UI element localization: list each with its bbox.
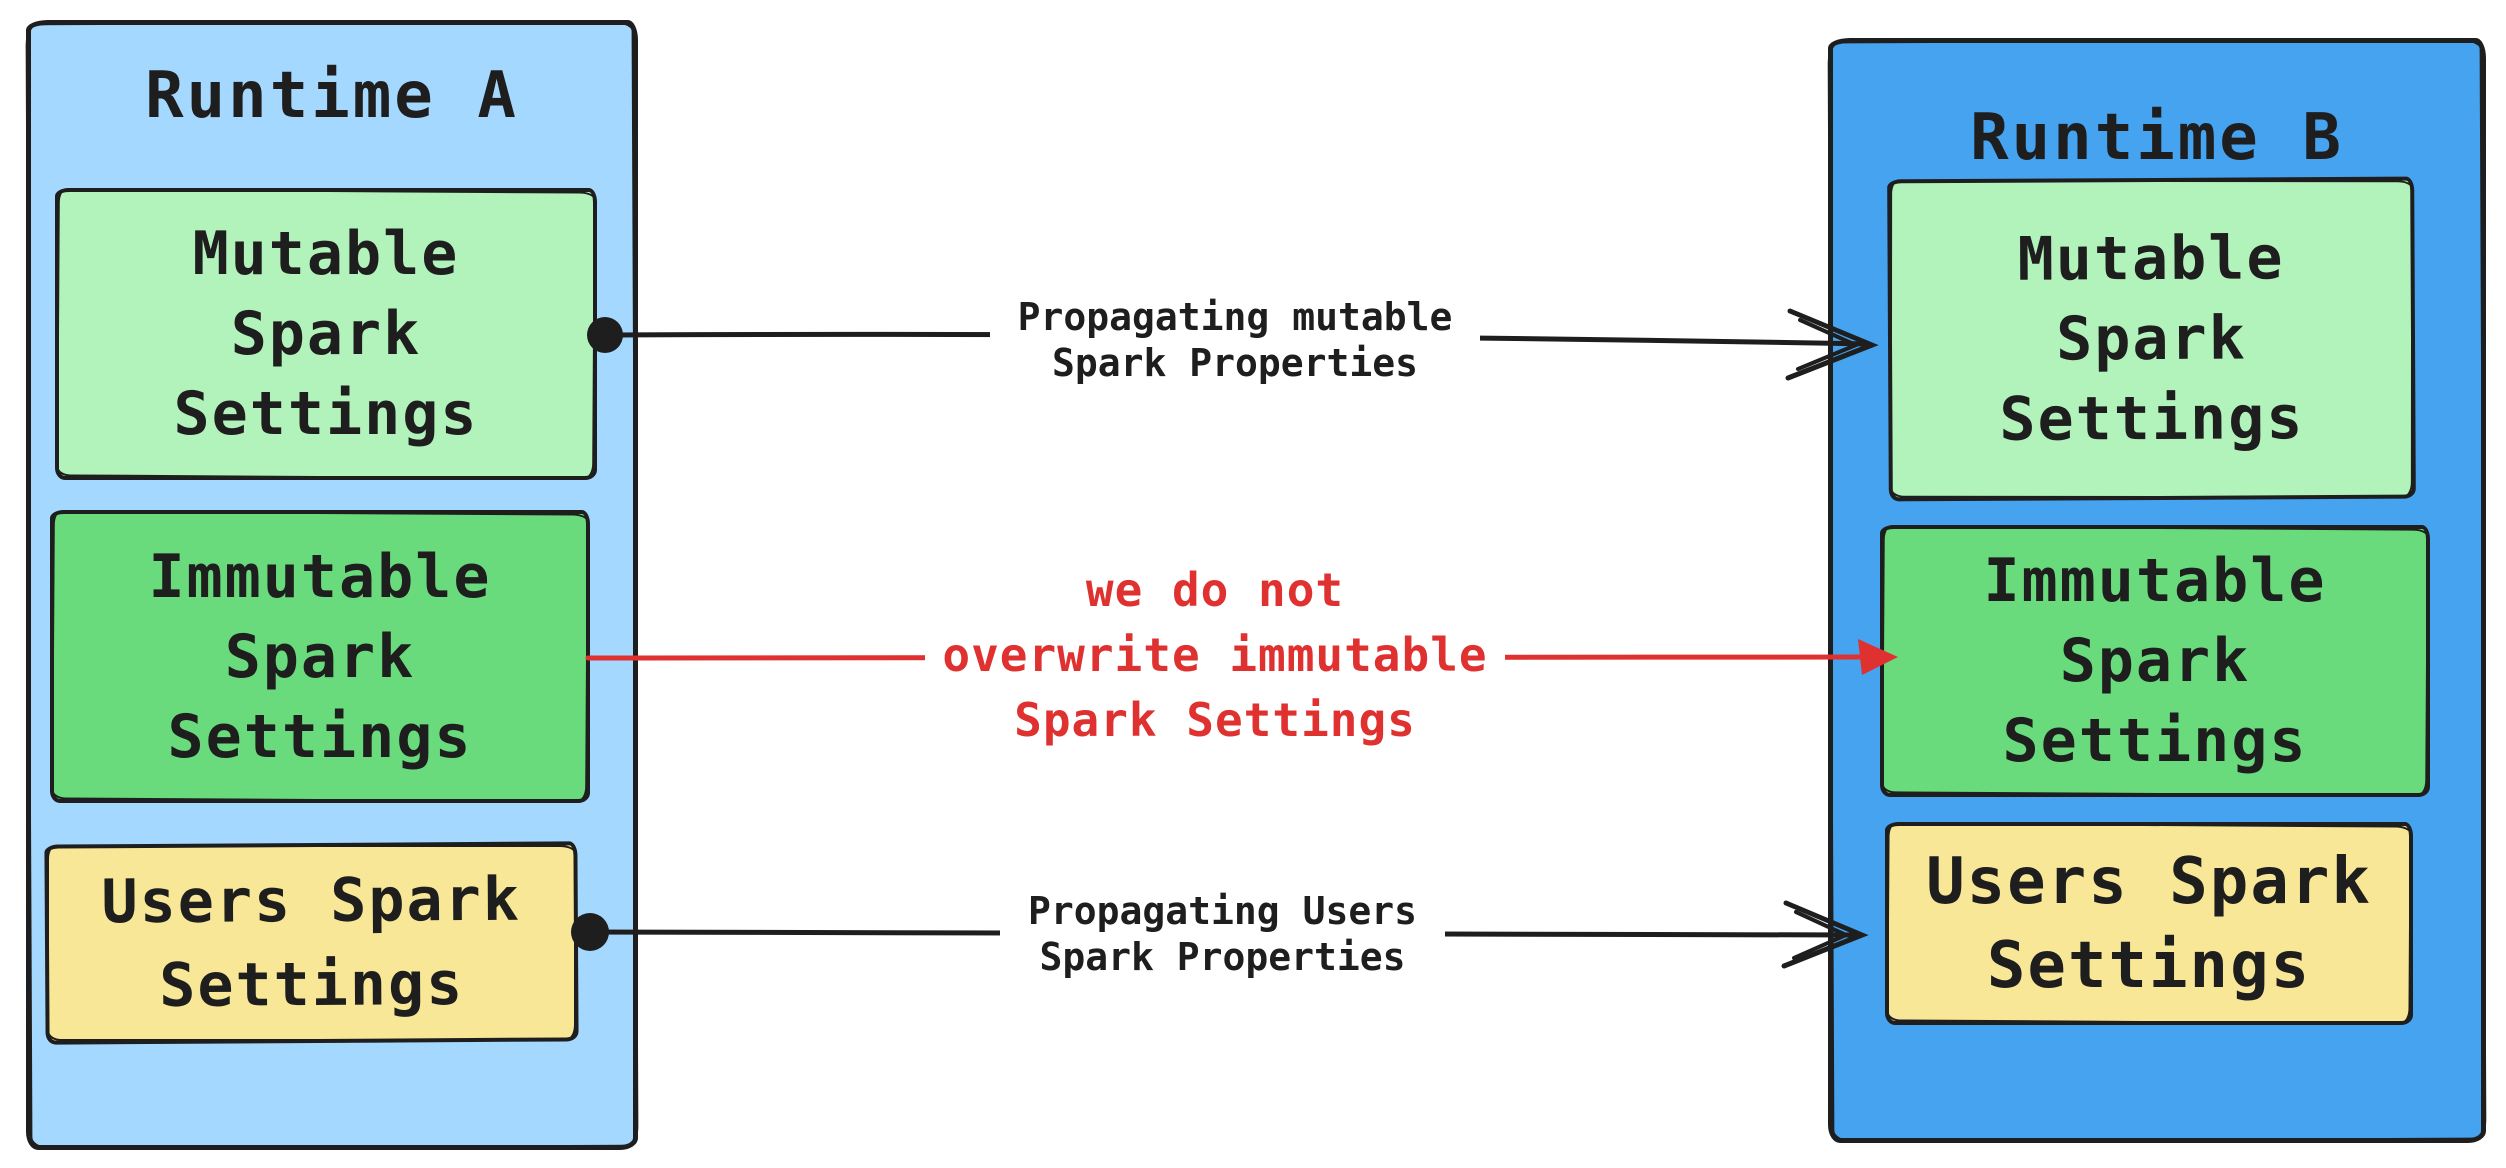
arrow-label-line: Spark Settings	[1014, 692, 1416, 747]
runtime-b-immutable-spark-settings-box: Immutable Spark Settings	[1880, 525, 2430, 797]
arrowhead-icon	[1858, 639, 1898, 675]
arrow-label-line: Spark Properties	[1039, 935, 1406, 979]
arrow-label-line: Propagating mutable	[1017, 295, 1453, 339]
box-label-line: Immutable	[148, 541, 492, 612]
users-arrow-label: Propagating Users Spark Properties	[1000, 886, 1445, 982]
box-label-line: Spark	[230, 299, 422, 369]
box-label-line: Settings	[167, 701, 473, 772]
arrow-label-line: Spark Properties	[1051, 341, 1419, 385]
box-label-line: Settings	[173, 379, 479, 449]
box-label-line: Mutable	[192, 219, 460, 289]
arrowhead-icon	[1781, 900, 1869, 969]
immutable-arrow-label: we do not overwrite immutable Spark Sett…	[925, 557, 1505, 753]
box-label-line: Spark	[2059, 626, 2251, 696]
arrow-label-line: overwrite immutable	[942, 627, 1488, 682]
box-label-line: Settings	[2002, 706, 2308, 776]
runtime-b-users-spark-settings-box: Users Spark Settings	[1885, 822, 2413, 1025]
arrowhead-icon	[1785, 308, 1879, 381]
box-label-line: Settings	[1986, 928, 2312, 1003]
box-label-line: Immutable	[1983, 546, 2327, 616]
runtime-a-immutable-spark-settings-box: Immutable Spark Settings	[50, 510, 590, 803]
runtime-a-mutable-spark-settings-box: Mutable Spark Settings	[55, 188, 597, 480]
runtime-a-title: Runtime A	[145, 59, 519, 133]
arrow-label-line: Propagating Users	[1028, 889, 1417, 933]
mutable-arrow-label: Propagating mutable Spark Properties	[990, 292, 1480, 388]
arrow-label-line: we do not	[1085, 562, 1345, 617]
box-label-line: Users Spark	[1926, 844, 2372, 919]
box-label-line: Spark	[224, 621, 416, 692]
runtime-b-title: Runtime B	[1970, 101, 2344, 175]
